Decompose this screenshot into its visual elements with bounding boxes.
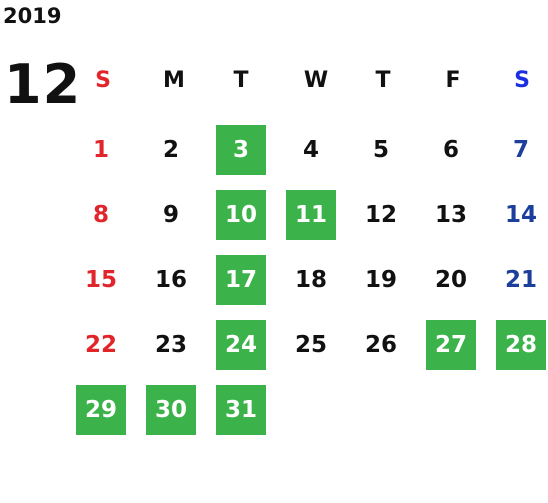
day-cell-4[interactable]: 4 — [302, 137, 319, 163]
weekday-sat: S — [514, 68, 530, 93]
day-cell-21[interactable]: 21 — [504, 267, 537, 293]
day-cell-26[interactable]: 26 — [364, 332, 397, 358]
weekday-thu: T — [375, 68, 391, 93]
day-cell-3[interactable]: 3 — [216, 125, 266, 175]
day-cell-30[interactable]: 30 — [146, 385, 196, 435]
day-cell-31[interactable]: 31 — [216, 385, 266, 435]
weekday-tue: T — [233, 68, 249, 93]
day-cell-11[interactable]: 11 — [286, 190, 336, 240]
day-cell-12[interactable]: 12 — [364, 202, 397, 228]
day-cell-23[interactable]: 23 — [154, 332, 187, 358]
day-cell-25[interactable]: 25 — [294, 332, 327, 358]
day-cell-19[interactable]: 19 — [364, 267, 397, 293]
month-number: 12 — [4, 53, 82, 116]
day-cell-9[interactable]: 9 — [162, 202, 179, 228]
weekday-mon: M — [163, 68, 185, 93]
day-cell-24[interactable]: 24 — [216, 320, 266, 370]
day-cell-6[interactable]: 6 — [442, 137, 459, 163]
day-cell-8[interactable]: 8 — [92, 202, 109, 228]
day-cell-2[interactable]: 2 — [162, 137, 179, 163]
weekday-fri: F — [445, 68, 461, 93]
day-cell-16[interactable]: 16 — [154, 267, 187, 293]
day-cell-1[interactable]: 1 — [92, 137, 109, 163]
day-cell-14[interactable]: 14 — [504, 202, 537, 228]
weekday-sun: S — [95, 68, 111, 93]
day-cell-18[interactable]: 18 — [294, 267, 327, 293]
day-cell-7[interactable]: 7 — [512, 137, 529, 163]
day-cell-22[interactable]: 22 — [84, 332, 117, 358]
day-cell-20[interactable]: 20 — [434, 267, 467, 293]
day-cell-13[interactable]: 13 — [434, 202, 467, 228]
day-cell-10[interactable]: 10 — [216, 190, 266, 240]
day-cell-17[interactable]: 17 — [216, 255, 266, 305]
day-cell-27[interactable]: 27 — [426, 320, 476, 370]
day-cell-15[interactable]: 15 — [84, 267, 117, 293]
day-cell-29[interactable]: 29 — [76, 385, 126, 435]
year-label: 2019 — [3, 4, 62, 28]
weekday-wed: W — [303, 68, 329, 93]
day-cell-5[interactable]: 5 — [372, 137, 389, 163]
day-cell-28[interactable]: 28 — [496, 320, 546, 370]
